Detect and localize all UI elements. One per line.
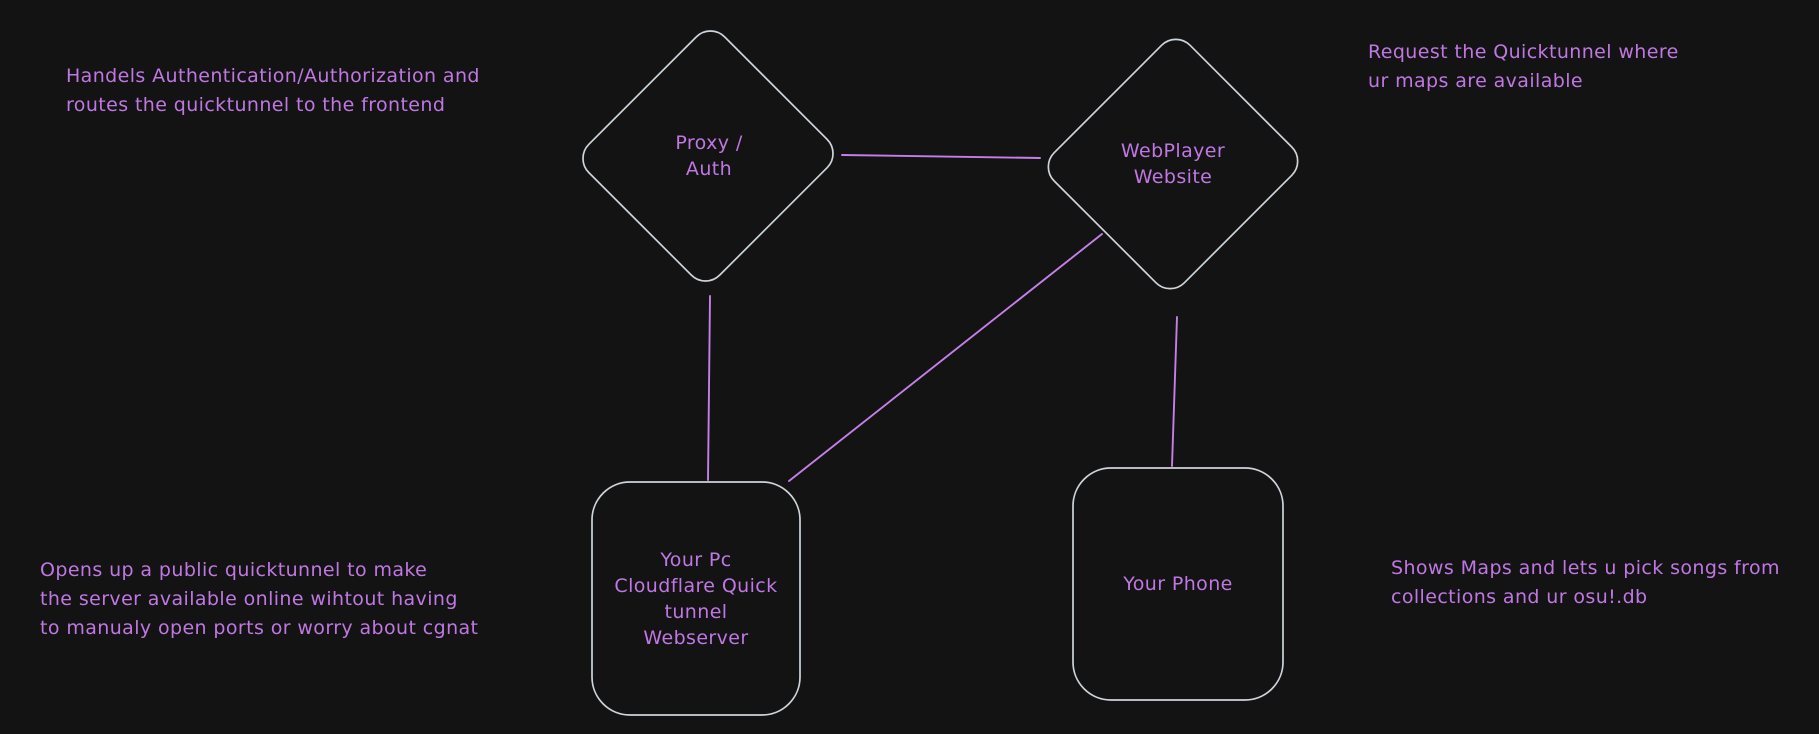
annotation-webplayer-note[interactable]: Request the Quicktunnel where ur maps ar… <box>1368 41 1679 92</box>
node-proxy-auth-shape[interactable] <box>575 23 842 290</box>
annotation-proxy-note[interactable]: Handels Authentication/Authorization and… <box>66 65 480 116</box>
node-pc-webserver-shape[interactable] <box>591 481 801 716</box>
connector-webplayer-pc[interactable] <box>788 233 1103 482</box>
node-webplayer-shape[interactable] <box>1040 31 1306 297</box>
node-your-phone-shape[interactable] <box>1072 467 1284 701</box>
annotation-phone-note[interactable]: Shows Maps and lets u pick songs from co… <box>1391 557 1780 608</box>
connector-proxy-pc[interactable] <box>707 295 711 481</box>
connector-webplayer-phone[interactable] <box>1171 316 1178 467</box>
connector-proxy-webplayer[interactable] <box>841 154 1041 159</box>
annotation-quicktunnel-note[interactable]: Opens up a public quicktunnel to make th… <box>40 559 479 639</box>
